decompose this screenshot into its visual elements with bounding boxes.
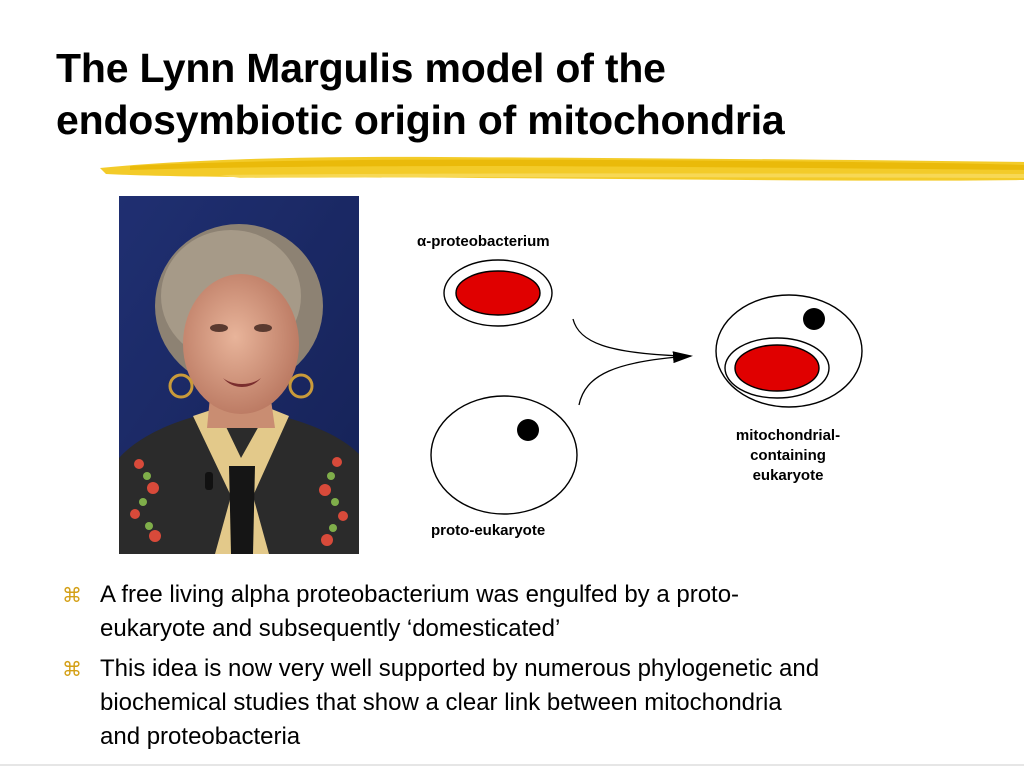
endosymbiosis-diagram: α-proteobacterium proto-eukaryote mitoch… [395, 215, 885, 555]
title-line-2: endosymbiotic origin of mitochondria [56, 97, 785, 143]
alpha-proteobacterium-label: α-proteobacterium [417, 233, 550, 250]
mitochondrial-eukaryote-label: mitochondrial- containing eukaryote [713, 426, 863, 486]
bullet-2-line-3: and proteobacteria [100, 723, 301, 750]
portrait-photo [119, 196, 359, 554]
bullet-item-1: ⌘ A free living alpha proteobacterium wa… [62, 578, 982, 646]
slide-title: The Lynn Margulis model of the endosymbi… [56, 42, 956, 146]
engulfment-arrows [572, 318, 693, 406]
bullet-2-line-1: This idea is now very well supported by … [100, 655, 820, 682]
bullet-1-line-2: eukaryote and subsequently ‘domesticated… [100, 615, 561, 642]
alpha-proteobacterium-cell [443, 259, 553, 327]
title-line-1: The Lynn Margulis model of the [56, 45, 666, 91]
mito-label-line-1: mitochondrial- [735, 427, 841, 444]
title-underline-brushstroke [100, 156, 1024, 181]
mitochondrial-eukaryote-cell [715, 294, 863, 408]
proto-eukaryote-cell [430, 395, 578, 515]
bullet-list: ⌘ A free living alpha proteobacterium wa… [62, 578, 982, 760]
footer-divider [0, 764, 1024, 766]
command-bullet-icon: ⌘ [62, 657, 82, 681]
mito-label-line-2: containing [750, 447, 826, 464]
command-bullet-icon: ⌘ [62, 583, 82, 607]
mito-label-line-3: eukaryote [752, 467, 824, 484]
proto-eukaryote-label: proto-eukaryote [431, 522, 546, 539]
bullet-1-line-1: A free living alpha proteobacterium was … [100, 581, 740, 608]
bullet-item-2: ⌘ This idea is now very well supported b… [62, 652, 982, 754]
bullet-2-line-2: biochemical studies that show a clear li… [100, 689, 782, 716]
